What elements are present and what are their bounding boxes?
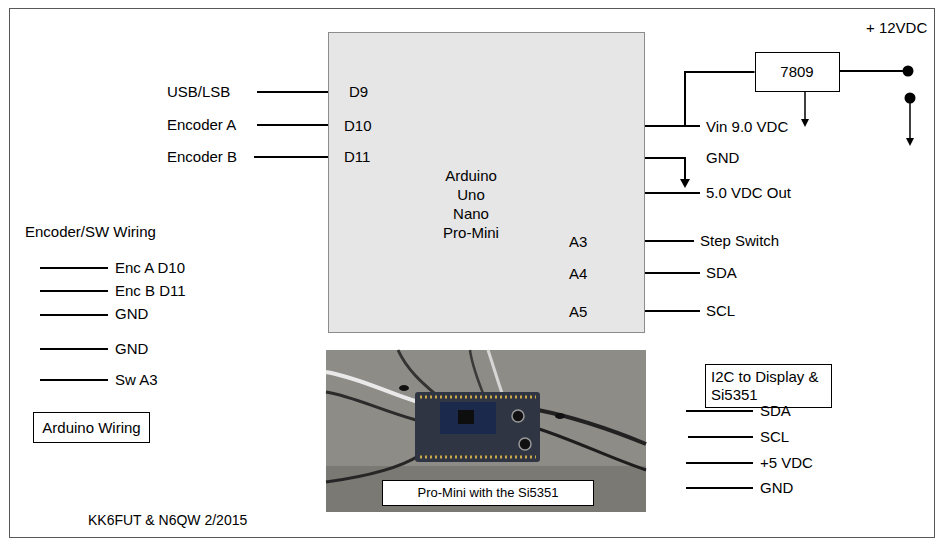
wire-label: GND <box>115 305 148 323</box>
wire <box>257 91 328 93</box>
ground-wire <box>645 158 685 180</box>
signal-label: Encoder A <box>167 116 236 134</box>
wire-label: Enc A D10 <box>115 259 185 277</box>
signal-label: Encoder B <box>167 148 237 166</box>
terminal-dot <box>903 66 914 77</box>
wire-label: GND <box>760 479 793 497</box>
wire-label: Enc B D11 <box>115 282 186 300</box>
wire <box>40 290 108 292</box>
photo-tie <box>399 385 409 391</box>
credit-note: KK6FUT & N6QW 2/2015 <box>88 512 247 529</box>
ground-wire <box>804 92 806 120</box>
wire <box>645 310 700 312</box>
photo-cable <box>326 372 418 402</box>
photo-cable <box>326 392 416 420</box>
photo-cable <box>538 410 646 444</box>
box-label: 7809 <box>780 63 813 81</box>
wire <box>645 272 700 274</box>
board-photo <box>326 350 646 512</box>
wire <box>40 314 108 316</box>
wire <box>688 436 753 438</box>
ground-wire <box>909 98 911 139</box>
section-heading: Encoder/SW Wiring <box>25 223 156 241</box>
pin-label: D10 <box>344 117 372 135</box>
wire <box>686 462 753 464</box>
photo-cable <box>536 428 646 470</box>
wire <box>645 240 694 242</box>
wire <box>686 410 753 412</box>
photo-tie <box>555 413 565 419</box>
pin-label: D9 <box>349 83 368 101</box>
signal-label: SCL <box>706 302 735 320</box>
board-name: Arduino Uno Nano Pro-Mini <box>440 166 502 242</box>
wire <box>254 156 328 158</box>
ground-arrow <box>680 179 690 188</box>
wire <box>40 379 108 381</box>
box-label: Pro-Mini with the Si5351 <box>418 485 559 501</box>
regulator-box: 7809 <box>755 52 840 92</box>
signal-label: Vin 9.0 VDC <box>706 118 788 136</box>
pin-label: A5 <box>569 303 587 321</box>
wire <box>686 487 753 489</box>
photo-board <box>440 402 496 434</box>
photo-connector <box>519 438 531 450</box>
signal-label: 5.0 VDC Out <box>706 184 791 202</box>
photo-cable <box>398 350 440 398</box>
photo-header <box>420 396 536 399</box>
pin-label: D11 <box>344 148 370 166</box>
signal-label: USB/LSB <box>167 83 230 101</box>
photo-connector <box>512 410 524 422</box>
pin-label: A4 <box>569 265 587 283</box>
photo-board <box>415 392 540 462</box>
supply-label: + 12VDC <box>866 19 927 37</box>
wire <box>645 192 700 194</box>
photo-cable <box>326 455 420 482</box>
photo-cable <box>488 350 503 396</box>
photo-ground <box>326 350 646 512</box>
wire <box>40 348 108 350</box>
box-label: Arduino Wiring <box>42 419 140 437</box>
wire-label: SCL <box>760 428 789 446</box>
ground-arrow <box>906 138 914 146</box>
frame <box>10 9 935 538</box>
signal-label: GND <box>706 149 739 167</box>
note-box: I2C to Display & Si5351 <box>705 364 832 408</box>
photo-chip <box>458 410 474 424</box>
wire <box>40 267 108 269</box>
wire-label: +5 VDC <box>760 454 813 472</box>
signal-label: SDA <box>706 264 737 282</box>
wire-label: GND <box>115 340 148 358</box>
wire-label: Sw A3 <box>115 371 158 389</box>
pin-label: A3 <box>569 233 587 251</box>
box-label: I2C to Display & Si5351 <box>711 368 826 404</box>
signal-label: Step Switch <box>700 232 779 250</box>
wire-label: SDA <box>760 402 791 420</box>
wire <box>257 124 328 126</box>
photo-cable <box>470 350 484 396</box>
photo-caption-box: Pro-Mini with the Si5351 <box>382 480 594 506</box>
photo-header <box>420 456 536 459</box>
wire <box>840 70 908 72</box>
ground-arrow <box>801 119 809 127</box>
arduino-board: D9D10D11Arduino Uno Nano Pro-MiniA3A4A5 <box>328 32 645 333</box>
power-wire <box>645 72 755 126</box>
caption-box: Arduino Wiring <box>33 412 150 443</box>
